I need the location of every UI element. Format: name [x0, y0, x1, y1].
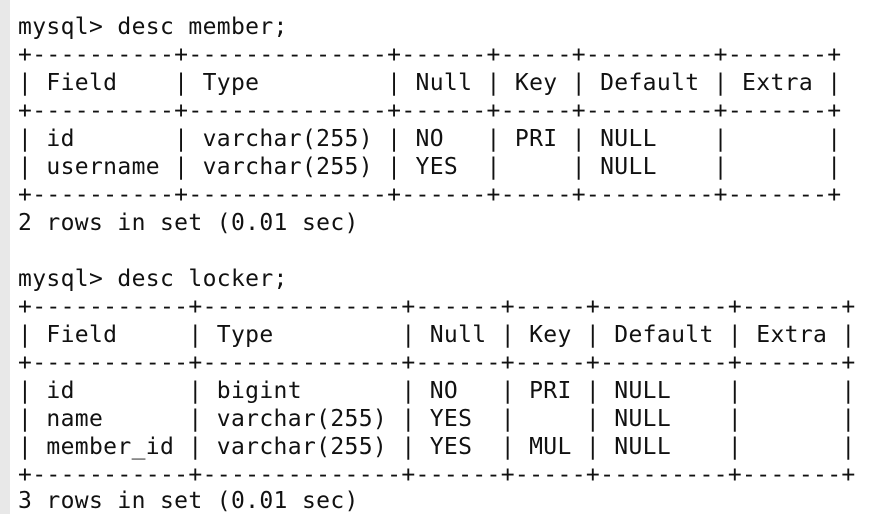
edge-glyph — [0, 145, 10, 167]
command-line[interactable]: mysql> desc member; — [18, 14, 288, 40]
table-header: | Field | Type | Null | Key | Default | … — [18, 70, 842, 96]
left-edge-panel — [0, 0, 10, 514]
table-row: | id | bigint | NO | PRI | NULL | | — [18, 378, 856, 404]
table-row: | id | varchar(255) | NO | PRI | NULL | … — [18, 126, 842, 152]
result-summary: 3 rows in set (0.01 sec) — [18, 488, 359, 514]
edge-glyph — [0, 105, 10, 127]
edge-glyph — [0, 465, 10, 487]
result-summary: 2 rows in set (0.01 sec) — [18, 210, 359, 236]
table-border: +-----------+--------------+------+-----… — [18, 294, 856, 320]
prompt-marker — [10, 265, 18, 293]
table-border: +----------+--------------+------+-----+… — [18, 182, 842, 208]
table-border: +-----------+--------------+------+-----… — [18, 350, 856, 376]
table-row: | member_id | varchar(255) | YES | MUL |… — [18, 434, 856, 460]
table-header: | Field | Type | Null | Key | Default | … — [18, 322, 856, 348]
command-line[interactable]: mysql> desc locker; — [18, 266, 288, 292]
edge-glyph — [0, 345, 10, 367]
table-row: | name | varchar(255) | YES | | NULL | | — [18, 406, 856, 432]
table-border: +----------+--------------+------+-----+… — [18, 42, 842, 68]
table-border: +-----------+--------------+------+-----… — [18, 462, 856, 488]
table-border: +----------+--------------+------+-----+… — [18, 98, 842, 124]
prompt-marker — [10, 13, 18, 41]
table-row: | username | varchar(255) | YES | | NULL… — [18, 154, 842, 180]
